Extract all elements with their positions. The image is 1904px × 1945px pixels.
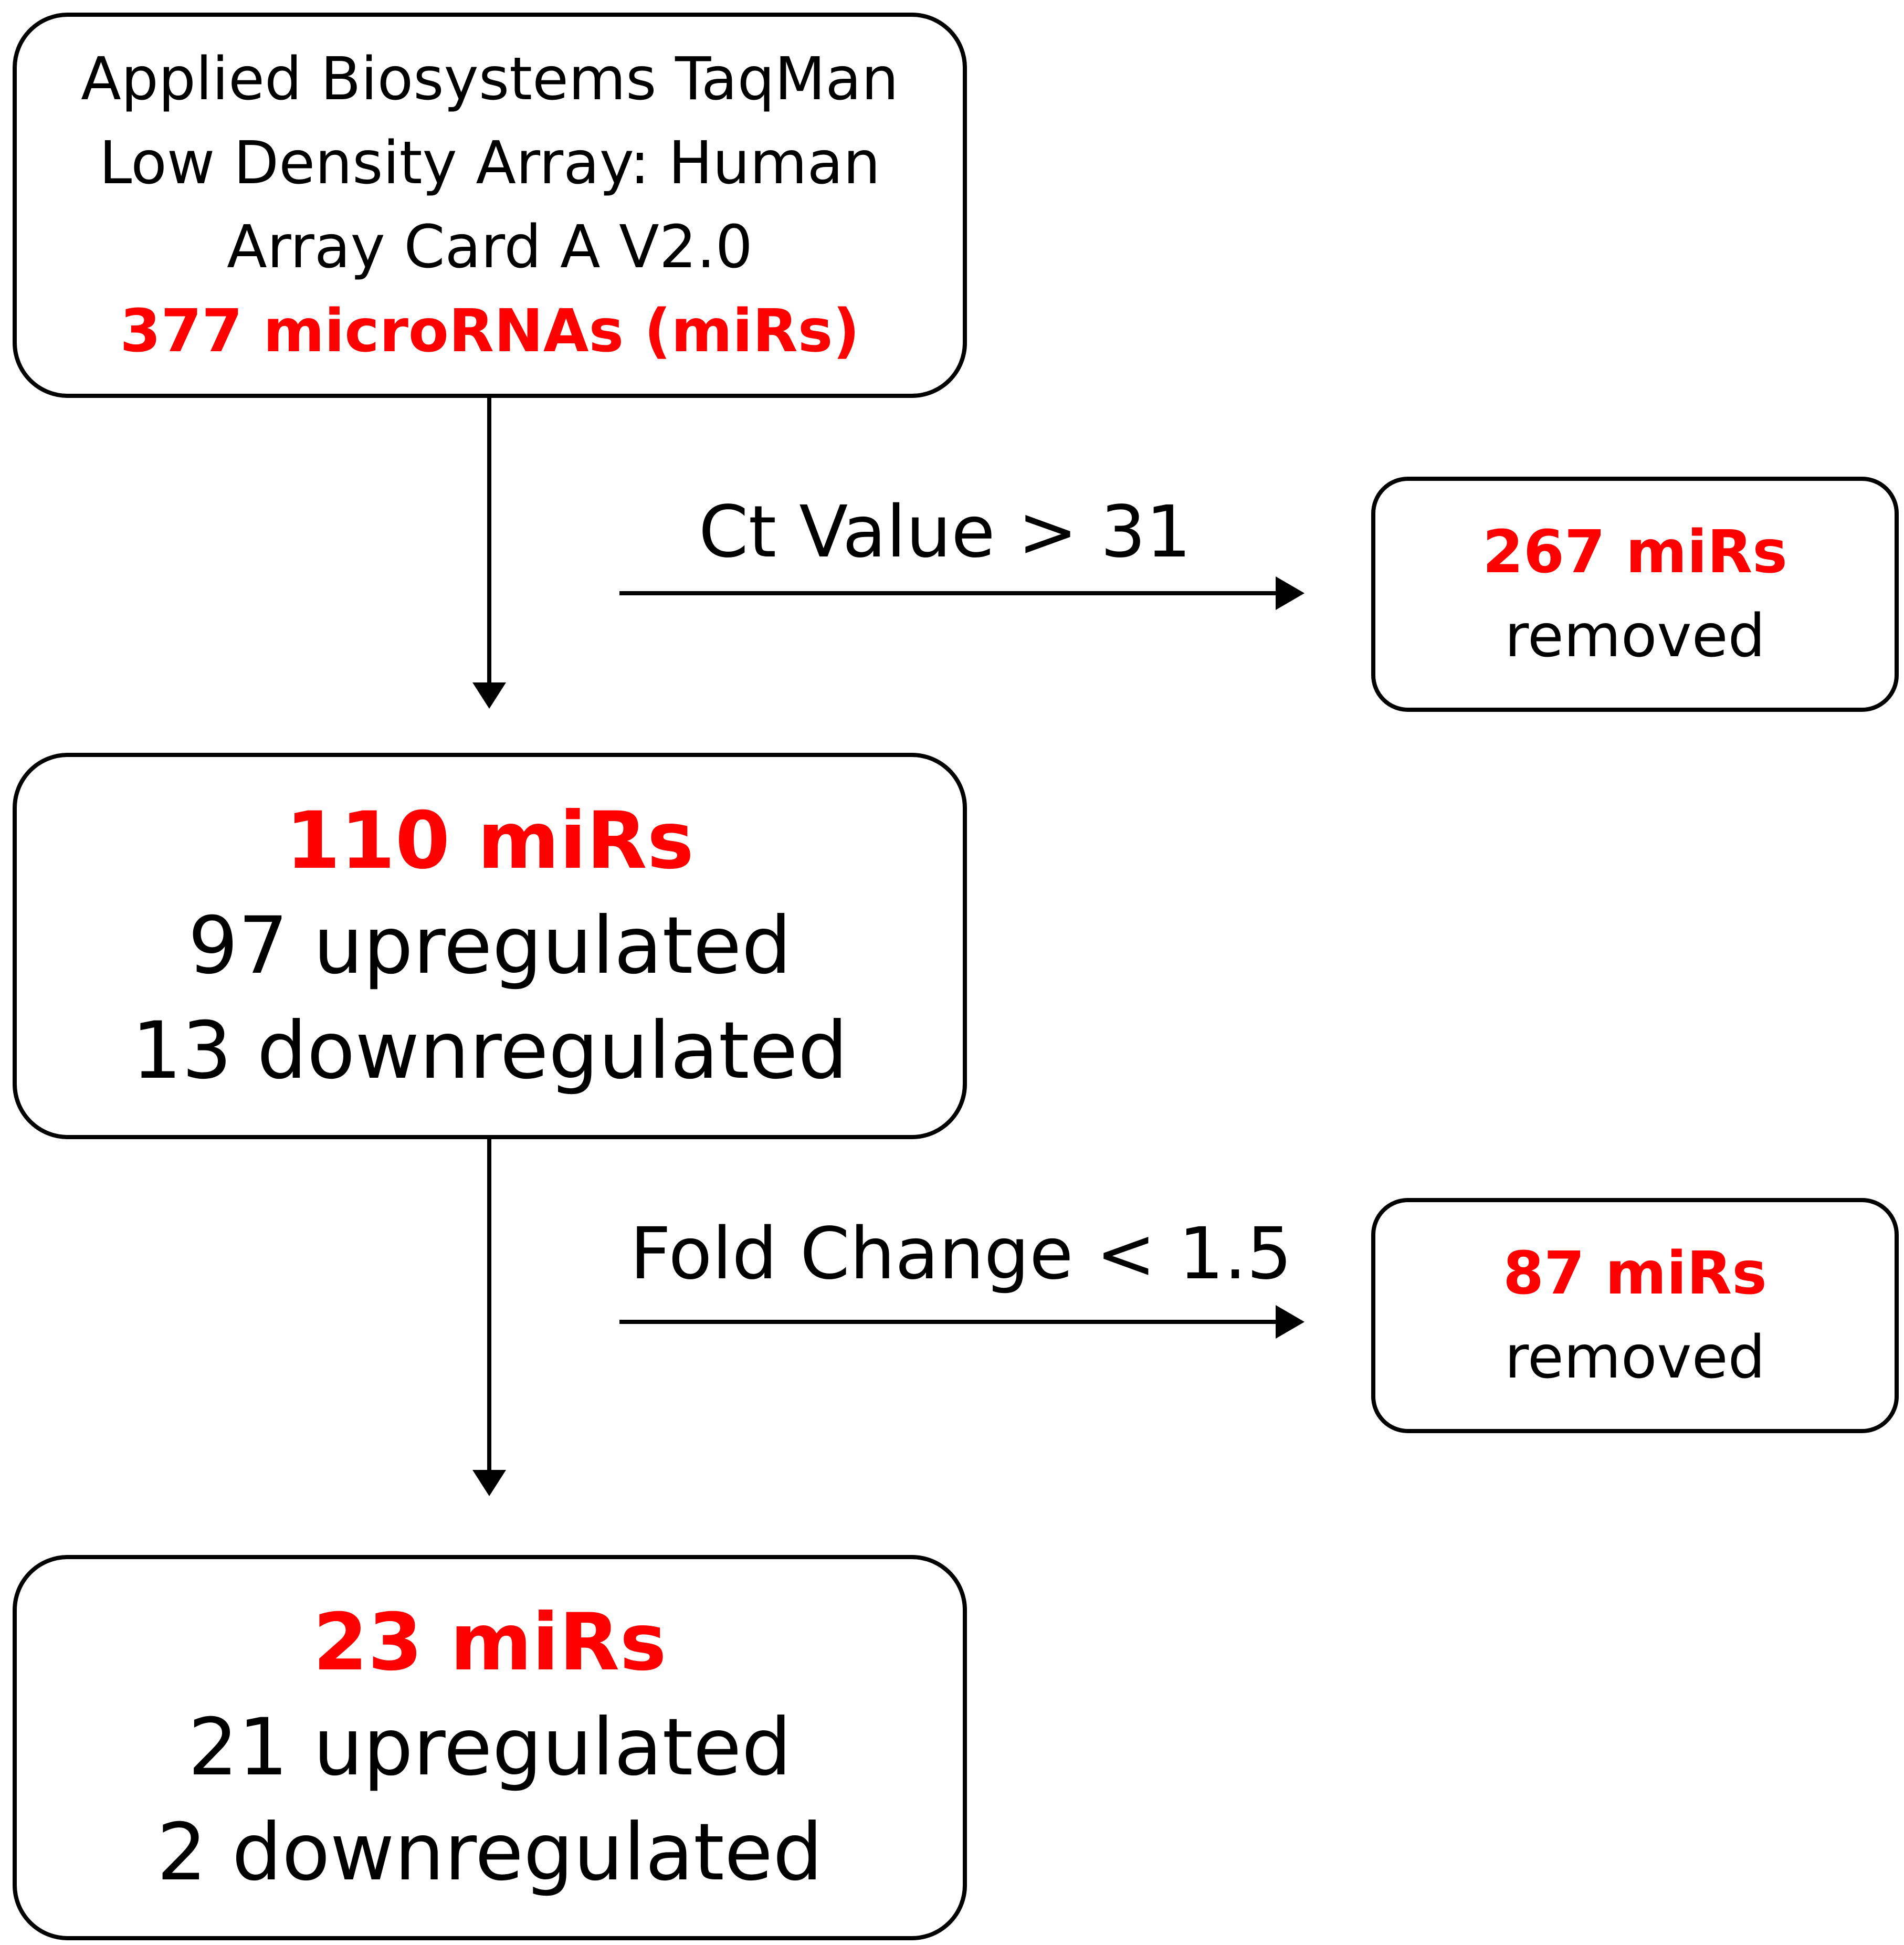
final-node: 23 miRs 21 upregulated 2 downregulated [13,1555,967,1940]
after-ct-down: 13 downregulated [131,1005,848,1097]
fc-filter-label: Fold Change < 1.5 [630,1213,1292,1296]
ct-filter-label: Ct Value > 31 [698,491,1192,574]
removed-ct-node: 267 miRs removed [1371,477,1899,712]
after-ct-up: 97 upregulated [188,900,792,992]
source-node: Applied Biosystems TaqMan Low Density Ar… [13,13,967,398]
final-count: 23 miRs [313,1597,667,1688]
arrow-after-ct-to-final [472,1139,506,1496]
removed-fc-count: 87 miRs [1503,1239,1767,1308]
source-count: 377 microRNAs (miRs) [120,297,860,365]
after-ct-count: 110 miRs [286,795,694,887]
source-line-1: Applied Biosystems TaqMan [81,45,899,113]
final-up: 21 upregulated [188,1702,792,1793]
source-line-3: Array Card A V2.0 [227,213,753,281]
final-down: 2 downregulated [156,1807,823,1898]
removed-fc-node: 87 miRs removed [1371,1198,1899,1433]
removed-ct-label: removed [1505,602,1765,670]
after-ct-node: 110 miRs 97 upregulated 13 downregulated [13,753,967,1139]
removed-fc-label: removed [1505,1323,1765,1392]
arrow-source-to-after-ct [472,398,506,709]
source-line-2: Low Density Array: Human [99,129,881,197]
removed-ct-count: 267 miRs [1482,518,1787,586]
arrow-fc-removed [619,1305,1305,1339]
arrow-ct-removed [619,576,1305,610]
